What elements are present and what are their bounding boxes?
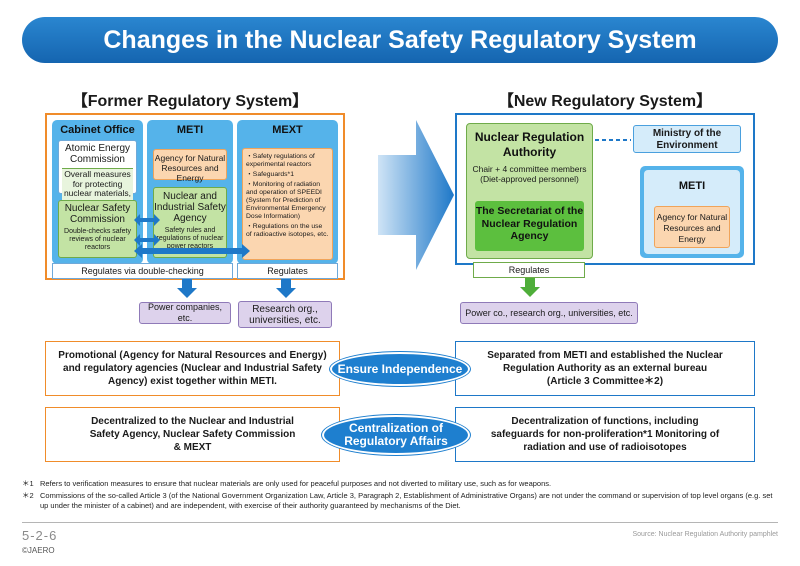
nisa-desc: Safety rules and regulations of nuclear …: [156, 227, 224, 250]
nra-moe-connector: [595, 139, 631, 141]
mext-column: MEXT ・Safety regulations of experimental…: [237, 120, 338, 264]
new-meti-label: METI: [678, 180, 706, 192]
centralization-label: Centralization of Regulatory Affairs: [322, 415, 470, 455]
meti-label: METI: [176, 124, 204, 136]
figure-code: 5-2-6: [22, 528, 58, 543]
new-heading: 【New Regulatory System】: [497, 93, 713, 110]
mext-item-1: ・Safety regulations of experimental reac…: [246, 153, 315, 168]
meti-column: METI Agency for Natural Resources and En…: [147, 120, 233, 264]
footnote-2-mark: ＊2: [22, 491, 34, 500]
nra-members: Chair + 4 committee members: [472, 164, 587, 174]
footnote-1: ＊1 Refers to verification measures to en…: [22, 479, 782, 489]
transition-arrow-icon: [378, 120, 454, 270]
down-arrow-icon: [177, 279, 197, 298]
mext-duties: ・Safety regulations of experimental reac…: [242, 148, 333, 260]
new-regulates-bar: Regulates: [473, 262, 585, 278]
double-check-arrows: [134, 214, 160, 246]
new-anre-box: Agency for Natural Resources and Energy: [654, 206, 730, 248]
regulates-bar-mext: Regulates: [237, 263, 338, 279]
footnote-2: ＊2 Commissions of the so-called Article …: [22, 491, 782, 511]
former-heading: 【Former Regulatory System】: [71, 93, 309, 110]
footnote-2-text: Commissions of the so-called Article 3 (…: [40, 491, 773, 510]
anre-box: Agency for Natural Resources and Energy: [153, 149, 227, 183]
nuclear-regulation-authority: Nuclear Regulation Authority Chair + 4 c…: [466, 123, 593, 259]
ensure-independence-label: Ensure Independence: [330, 352, 470, 386]
nisa-name: Nuclear and Industrial Safety Agency: [154, 191, 226, 224]
row1-former: Promotional (Agency for Natural Resource…: [45, 341, 340, 396]
target-research-orgs: Research org., universities, etc.: [238, 301, 332, 328]
page-title: Changes in the Nuclear Safety Regulatory…: [22, 17, 778, 63]
cabinet-office-label: Cabinet Office: [60, 124, 135, 136]
nra-note: (Diet-approved personnel): [480, 174, 579, 184]
mext-item-2: ・Safeguards*1: [246, 171, 294, 178]
row1-new: Separated from METI and established the …: [455, 341, 755, 396]
mext-label: MEXT: [272, 124, 303, 136]
nra-name: Nuclear Regulation Authority: [474, 130, 585, 159]
footnote-1-text: Refers to verification measures to ensur…: [40, 479, 552, 488]
source-note: Source: Nuclear Regulation Authority pam…: [632, 531, 778, 538]
down-arrow-icon: [520, 278, 540, 297]
row2-former: Decentralized to the Nuclear and Industr…: [45, 407, 340, 462]
down-arrow-icon: [276, 279, 296, 298]
nisa-box: Nuclear and Industrial Safety Agency Saf…: [153, 187, 227, 258]
nsc-mext-arrow: [134, 244, 250, 258]
regulates-double-check-bar: Regulates via double-checking: [52, 263, 233, 279]
secretariat-box: The Secretariat of the Nuclear Regulatio…: [475, 201, 584, 251]
cabinet-office-column: Cabinet Office Atomic Energy Commission …: [52, 120, 143, 264]
footnote-1-mark: ＊1: [22, 479, 34, 488]
aec-name: Atomic Energy Commission: [64, 143, 131, 165]
nsc-desc: Double-checks safety reviews of nuclear …: [64, 228, 131, 251]
mext-item-3: ・Monitoring of radiation and operation o…: [246, 181, 326, 220]
atomic-energy-commission: Atomic Energy Commission Overall measure…: [58, 140, 137, 208]
row2-new: Decentralization of functions, including…: [455, 407, 755, 462]
copyright: ©JAERO: [22, 546, 55, 555]
nsc-name: Nuclear Safety Commission: [64, 203, 131, 225]
new-target: Power co., research org., universities, …: [460, 302, 638, 324]
footer-divider: [22, 522, 778, 523]
target-power-companies: Power companies, etc.: [139, 302, 231, 324]
mext-item-4: ・Regulations on the use of radioactive i…: [246, 223, 329, 238]
new-meti-column: METI Agency for Natural Resources and En…: [640, 166, 744, 258]
ministry-of-environment: Ministry of the Environment: [633, 125, 741, 153]
nuclear-safety-commission: Nuclear Safety Commission Double-checks …: [58, 200, 137, 258]
